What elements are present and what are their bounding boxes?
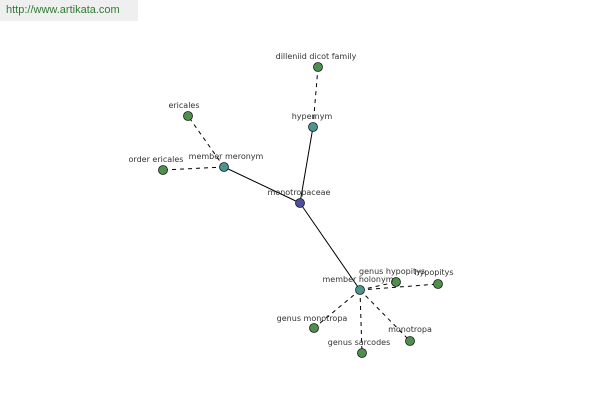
edge-member-holonym-to-genus-monotropa [313,289,361,329]
node-label-order-ericales[interactable]: order ericales [129,155,184,164]
edge-hypernym-to-dilleniid [312,66,319,128]
edge-member-meronym-to-ericales [187,115,225,168]
node-monotropa[interactable] [405,336,415,346]
edges-layer [162,66,439,354]
node-label-hypopitys[interactable]: hypopitys [414,268,453,277]
node-label-monotropaceae[interactable]: monotropaceae [268,188,331,197]
node-ericales[interactable] [183,111,193,121]
edge-monotropaceae-to-hypernym [299,126,314,204]
edge-monotropaceae-to-member-holonym [299,202,361,291]
node-genus-hypopitys[interactable] [391,277,401,287]
node-label-genus-monotropa[interactable]: genus monotropa [277,314,348,323]
node-label-ericales[interactable]: ericales [168,101,199,110]
edge-member-holonym-to-genus-sarcodes [359,289,363,354]
node-label-genus-hypopitys[interactable]: genus hypopitys [359,267,425,276]
node-label-dilleniid[interactable]: dilleniid dicot family [276,52,357,61]
edge-monotropaceae-to-member-meronym [223,166,301,204]
node-label-hypernym[interactable]: hypernym [292,112,333,121]
node-order-ericales[interactable] [158,165,168,175]
node-hypernym[interactable] [308,122,318,132]
node-member-meronym[interactable] [219,162,229,172]
source-url-banner: http://www.artikata.com [0,0,138,21]
node-label-member-holonym[interactable]: member holonym [322,275,393,284]
labels-layer: monotropaceae hypernym dilleniid dicot fam… [129,52,454,347]
node-genus-sarcodes[interactable] [357,348,367,358]
edge-member-holonym-to-genus-hypopitys [359,281,397,291]
node-dilleniid[interactable] [313,62,323,72]
edge-member-holonym-to-hypopitys [359,283,439,291]
node-label-genus-sarcodes[interactable]: genus sarcodes [328,338,391,347]
edge-member-meronym-to-order-ericales [162,166,225,171]
node-hypopitys[interactable] [433,279,443,289]
node-label-member-meronym[interactable]: member meronym [189,152,264,161]
edge-member-holonym-to-monotropa [359,289,411,342]
node-genus-monotropa[interactable] [309,323,319,333]
source-url-link[interactable]: http://www.artikata.com [6,4,120,16]
node-monotropaceae[interactable] [295,198,305,208]
node-member-holonym[interactable] [355,285,365,295]
node-label-monotropa[interactable]: monotropa [388,325,432,334]
nodes-layer [158,62,443,358]
